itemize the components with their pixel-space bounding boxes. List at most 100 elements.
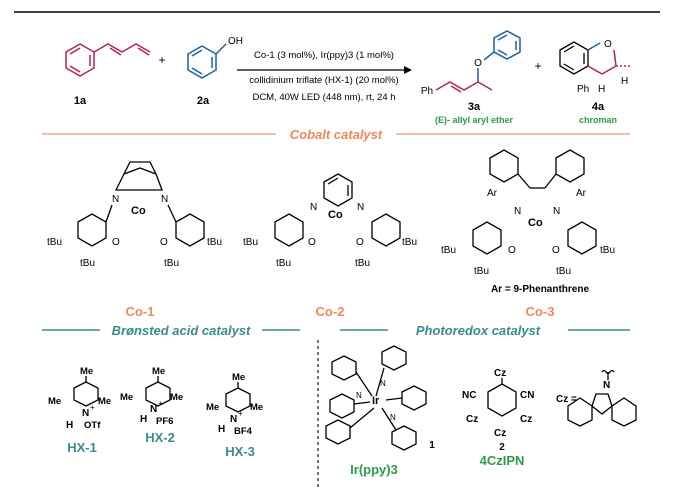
hx-1-plus: + [90, 403, 95, 412]
ir-n-3: N [390, 413, 396, 422]
co-1-metal: Co [131, 205, 146, 217]
hx-2-me-right: Me [170, 392, 183, 403]
product-3a: O Ph 3a (E)- allyl aryl ether [421, 30, 521, 125]
co-3-ar-left: Ar [487, 188, 498, 199]
co-1-o-left: O [112, 237, 120, 248]
co-2-o-right: O [356, 237, 364, 248]
hx-3-h: H [218, 424, 225, 435]
co-3-tbu-3: tBu [556, 266, 571, 277]
ir-n-2: N [356, 391, 362, 400]
czipn-nc: NC [462, 390, 476, 401]
product-4a: O Ph H H 4a chroman [559, 39, 632, 125]
co-3-tbu-1: tBu [441, 245, 456, 256]
condition-acid: collidinium triflate (HX-1) (20 mol%) [249, 75, 398, 86]
co-3-label: Co-3 [526, 304, 555, 319]
hx-2-n: N [150, 404, 157, 415]
ether-oxygen: O [474, 58, 482, 69]
plus-sign: + [158, 53, 165, 67]
condition-catalysts: Co-1 (3 mol%), Ir(ppy)3 (1 mol%) [254, 50, 394, 61]
product-3a-label: 3a [468, 101, 481, 113]
co-1-tbu-1: tBu [47, 237, 62, 248]
hx-2-plus: + [158, 399, 163, 408]
ir-metal: Ir [372, 395, 380, 407]
hx-1-h: H [66, 420, 73, 431]
reactant-2a-label: 2a [197, 95, 210, 107]
co-3-ar-right: Ar [576, 188, 587, 199]
co-2-n-left: N [310, 202, 317, 213]
czipn-cz-right: Cz [520, 414, 532, 425]
hx-3-me-right: Me [250, 402, 263, 413]
hx-3-me-left: Me [206, 402, 219, 413]
ir-ppy3-label: Ir(ppy)3 [350, 462, 398, 477]
ir-ppy3-structure: Ir N N N [325, 345, 427, 451]
chroman-h-1: H [598, 84, 605, 95]
product-4a-name: chroman [579, 115, 617, 125]
condition-solvent-light: DCM, 40W LED (448 nm), rt, 24 h [252, 92, 395, 103]
co-2-tbu-4: tBu [402, 237, 417, 248]
4czipn-label: 4CzIPN [480, 453, 525, 468]
co-1-n-left: N [112, 194, 119, 205]
co-2-structure: N N Co O O tBu tBu tBu tBu [243, 173, 417, 269]
carbazole-definition: Cz = N [556, 369, 637, 427]
4czipn-structure: Cz NC CN Cz Cz Cz [462, 368, 534, 439]
hx-1-anion: OTf [84, 420, 101, 431]
chroman-h-2: H [621, 76, 628, 87]
co-1-tbu-4: tBu [207, 237, 222, 248]
co-2-tbu-1: tBu [243, 237, 258, 248]
product-3a-name: (E)- allyl aryl ether [435, 115, 514, 125]
oh-label: OH [228, 36, 243, 47]
cz-equals: Cz = [556, 394, 577, 405]
hx-2-me-top: Me [152, 366, 165, 377]
co-3-metal: Co [528, 217, 543, 229]
co-2-tbu-2: tBu [276, 258, 291, 269]
co-2-n-right: N [357, 202, 364, 213]
ir-n-1: N [380, 379, 386, 388]
reactant-2a: OH 2a [187, 36, 243, 107]
czipn-compound-number: 2 [499, 442, 505, 453]
reactant-1a-label: 1a [74, 95, 87, 107]
czipn-cz-left: Cz [466, 414, 478, 425]
co-2-tbu-3: tBu [355, 258, 370, 269]
hx-1-label: HX-1 [67, 440, 97, 455]
hx-2-me-left: Me [120, 392, 133, 403]
co-2-o-left: O [308, 237, 316, 248]
bronsted-section-title: Brønsted acid catalyst [112, 323, 251, 338]
photoredox-section-title: Photoredox catalyst [416, 323, 541, 338]
co-1-tbu-3: tBu [164, 258, 179, 269]
hx-1-me-right: Me [98, 396, 111, 407]
hx-3-plus: + [238, 409, 243, 418]
co-1-label: Co-1 [126, 304, 155, 319]
co-1-tbu-2: tBu [80, 258, 95, 269]
plus-sign-2: + [534, 59, 541, 73]
co-3-n-left: N [514, 206, 521, 217]
co-2-metal: Co [328, 209, 343, 221]
co-3-ar-note: Ar = 9-Phenanthrene [491, 284, 590, 295]
hx-2-anion: PF6 [156, 416, 173, 427]
hx-1-me-top: Me [80, 366, 93, 377]
reactant-1a: 1a [65, 43, 151, 107]
hx-2-structure: Me Me Me N + H PF6 [120, 366, 183, 427]
hx-3-n: N [230, 414, 237, 425]
czipn-cn: CN [520, 390, 534, 401]
hx-3-anion: BF4 [234, 426, 253, 437]
phenyl-label: Ph [421, 86, 433, 97]
hx-1-structure: Me Me Me N + H OTf [48, 366, 111, 431]
czipn-cz-top: Cz [494, 368, 506, 379]
co-1-structure: N N Co O O tBu tBu tBu tBu [47, 161, 222, 269]
co-2-label: Co-2 [316, 304, 345, 319]
hx-1-me-left: Me [48, 396, 61, 407]
co-1-o-right: O [160, 237, 168, 248]
reaction-arrow [237, 66, 412, 74]
cobalt-section-title: Cobalt catalyst [290, 127, 383, 142]
co-3-tbu-2: tBu [474, 266, 489, 277]
hx-2-label: HX-2 [145, 430, 175, 445]
chroman-phenyl: Ph [577, 84, 589, 95]
co-3-o-right: O [552, 245, 560, 256]
ir-compound-number: 1 [429, 440, 435, 451]
co-3-tbu-4: tBu [600, 245, 615, 256]
co-3-n-right: N [553, 206, 560, 217]
co-3-o-left: O [508, 245, 516, 256]
czipn-cz-bottom: Cz [494, 428, 506, 439]
